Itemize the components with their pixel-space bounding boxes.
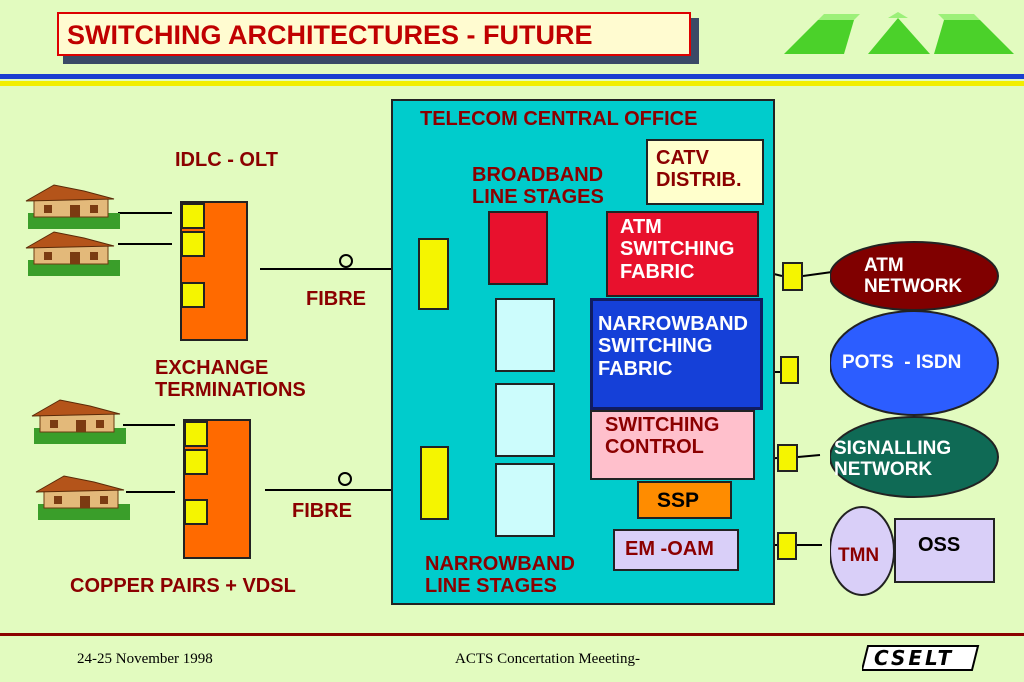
atm-network-interface <box>782 262 803 291</box>
header-rule-blue <box>0 74 1024 79</box>
narrowband-line-stage <box>495 298 555 372</box>
signalling-network-ellipse <box>830 416 999 498</box>
copper-pairs-label: COPPER PAIRS + VDSL <box>70 575 296 597</box>
tmn-label: TMN <box>838 545 880 566</box>
line-card <box>184 449 208 475</box>
footer-date: 24-25 November 1998 <box>77 651 213 667</box>
line-card <box>181 231 205 257</box>
broadband-line-stages-label: BROADBAND LINE STAGES <box>472 164 604 209</box>
ssp-box: SSP <box>637 481 732 519</box>
narrowband-switching-fabric: NARROWBAND SWITCHING FABRIC <box>590 298 763 410</box>
fibre-label-top: FIBRE <box>306 288 366 310</box>
line-card <box>184 421 208 447</box>
exchange-terminations-label: EXCHANGE TERMINATIONS <box>155 357 306 402</box>
house-icon <box>25 184 120 229</box>
em-oam-box: EM -OAM <box>613 529 739 571</box>
ssp-label: SSP <box>657 489 700 512</box>
catv-distribution: CATV DISTRIB. <box>646 139 764 205</box>
switching-control-label: SWITCHING CONTROL <box>605 414 720 459</box>
narrowband-line-stage <box>495 463 555 537</box>
title-box: SWITCHING ARCHITECTURES - FUTURE <box>57 12 691 56</box>
line-card <box>181 282 205 308</box>
decorative-arrows-logo <box>784 12 1014 54</box>
tmn-interface <box>777 532 797 560</box>
page-title: SWITCHING ARCHITECTURES - FUTURE <box>67 20 593 50</box>
broadband-line-stage <box>488 211 548 285</box>
nb-fabric-label: NARROWBAND SWITCHING FABRIC <box>598 313 748 380</box>
atm-fabric-label: ATM SWITCHING FABRIC <box>620 216 735 283</box>
fibre-interface-top <box>418 238 449 310</box>
network-ellipses <box>830 241 999 596</box>
catv-label: CATV DISTRIB. <box>656 147 742 192</box>
house-icon <box>31 399 126 444</box>
header-rule-yellow <box>0 81 1024 86</box>
footer-rule <box>0 633 1024 636</box>
line-card <box>184 499 208 525</box>
signalling-network-label: SIGNALLING NETWORK <box>834 438 952 481</box>
pots-isdn-ellipse <box>830 310 999 416</box>
idlc-olt-label: IDLC - OLT <box>175 149 278 171</box>
line-card <box>181 203 205 229</box>
pots-isdn-interface <box>780 356 799 384</box>
oss-label: OSS <box>918 534 961 556</box>
switching-control: SWITCHING CONTROL <box>590 410 755 480</box>
oss-box: OSS <box>894 518 995 583</box>
fibre-label-bottom: FIBRE <box>292 500 352 522</box>
fibre-interface-bottom <box>420 446 449 520</box>
pots-isdn-label: POTS - ISDN <box>842 352 962 373</box>
house-icon <box>35 475 130 520</box>
footer-meeting: ACTS Concertation Meeeting- <box>455 651 640 667</box>
cselt-logo: CSELT <box>862 644 980 672</box>
house-icon <box>25 231 120 276</box>
signalling-interface <box>777 444 798 472</box>
em-oam-label: EM -OAM <box>625 538 714 560</box>
atm-switching-fabric: ATM SWITCHING FABRIC <box>606 211 759 297</box>
cselt-logo-text: CSELT <box>874 646 955 670</box>
central-office-title: TELECOM CENTRAL OFFICE <box>420 108 698 130</box>
narrowband-line-stages-label: NARROWBAND LINE STAGES <box>425 553 575 598</box>
narrowband-line-stage <box>495 383 555 457</box>
atm-network-label: ATM NETWORK <box>864 255 963 298</box>
